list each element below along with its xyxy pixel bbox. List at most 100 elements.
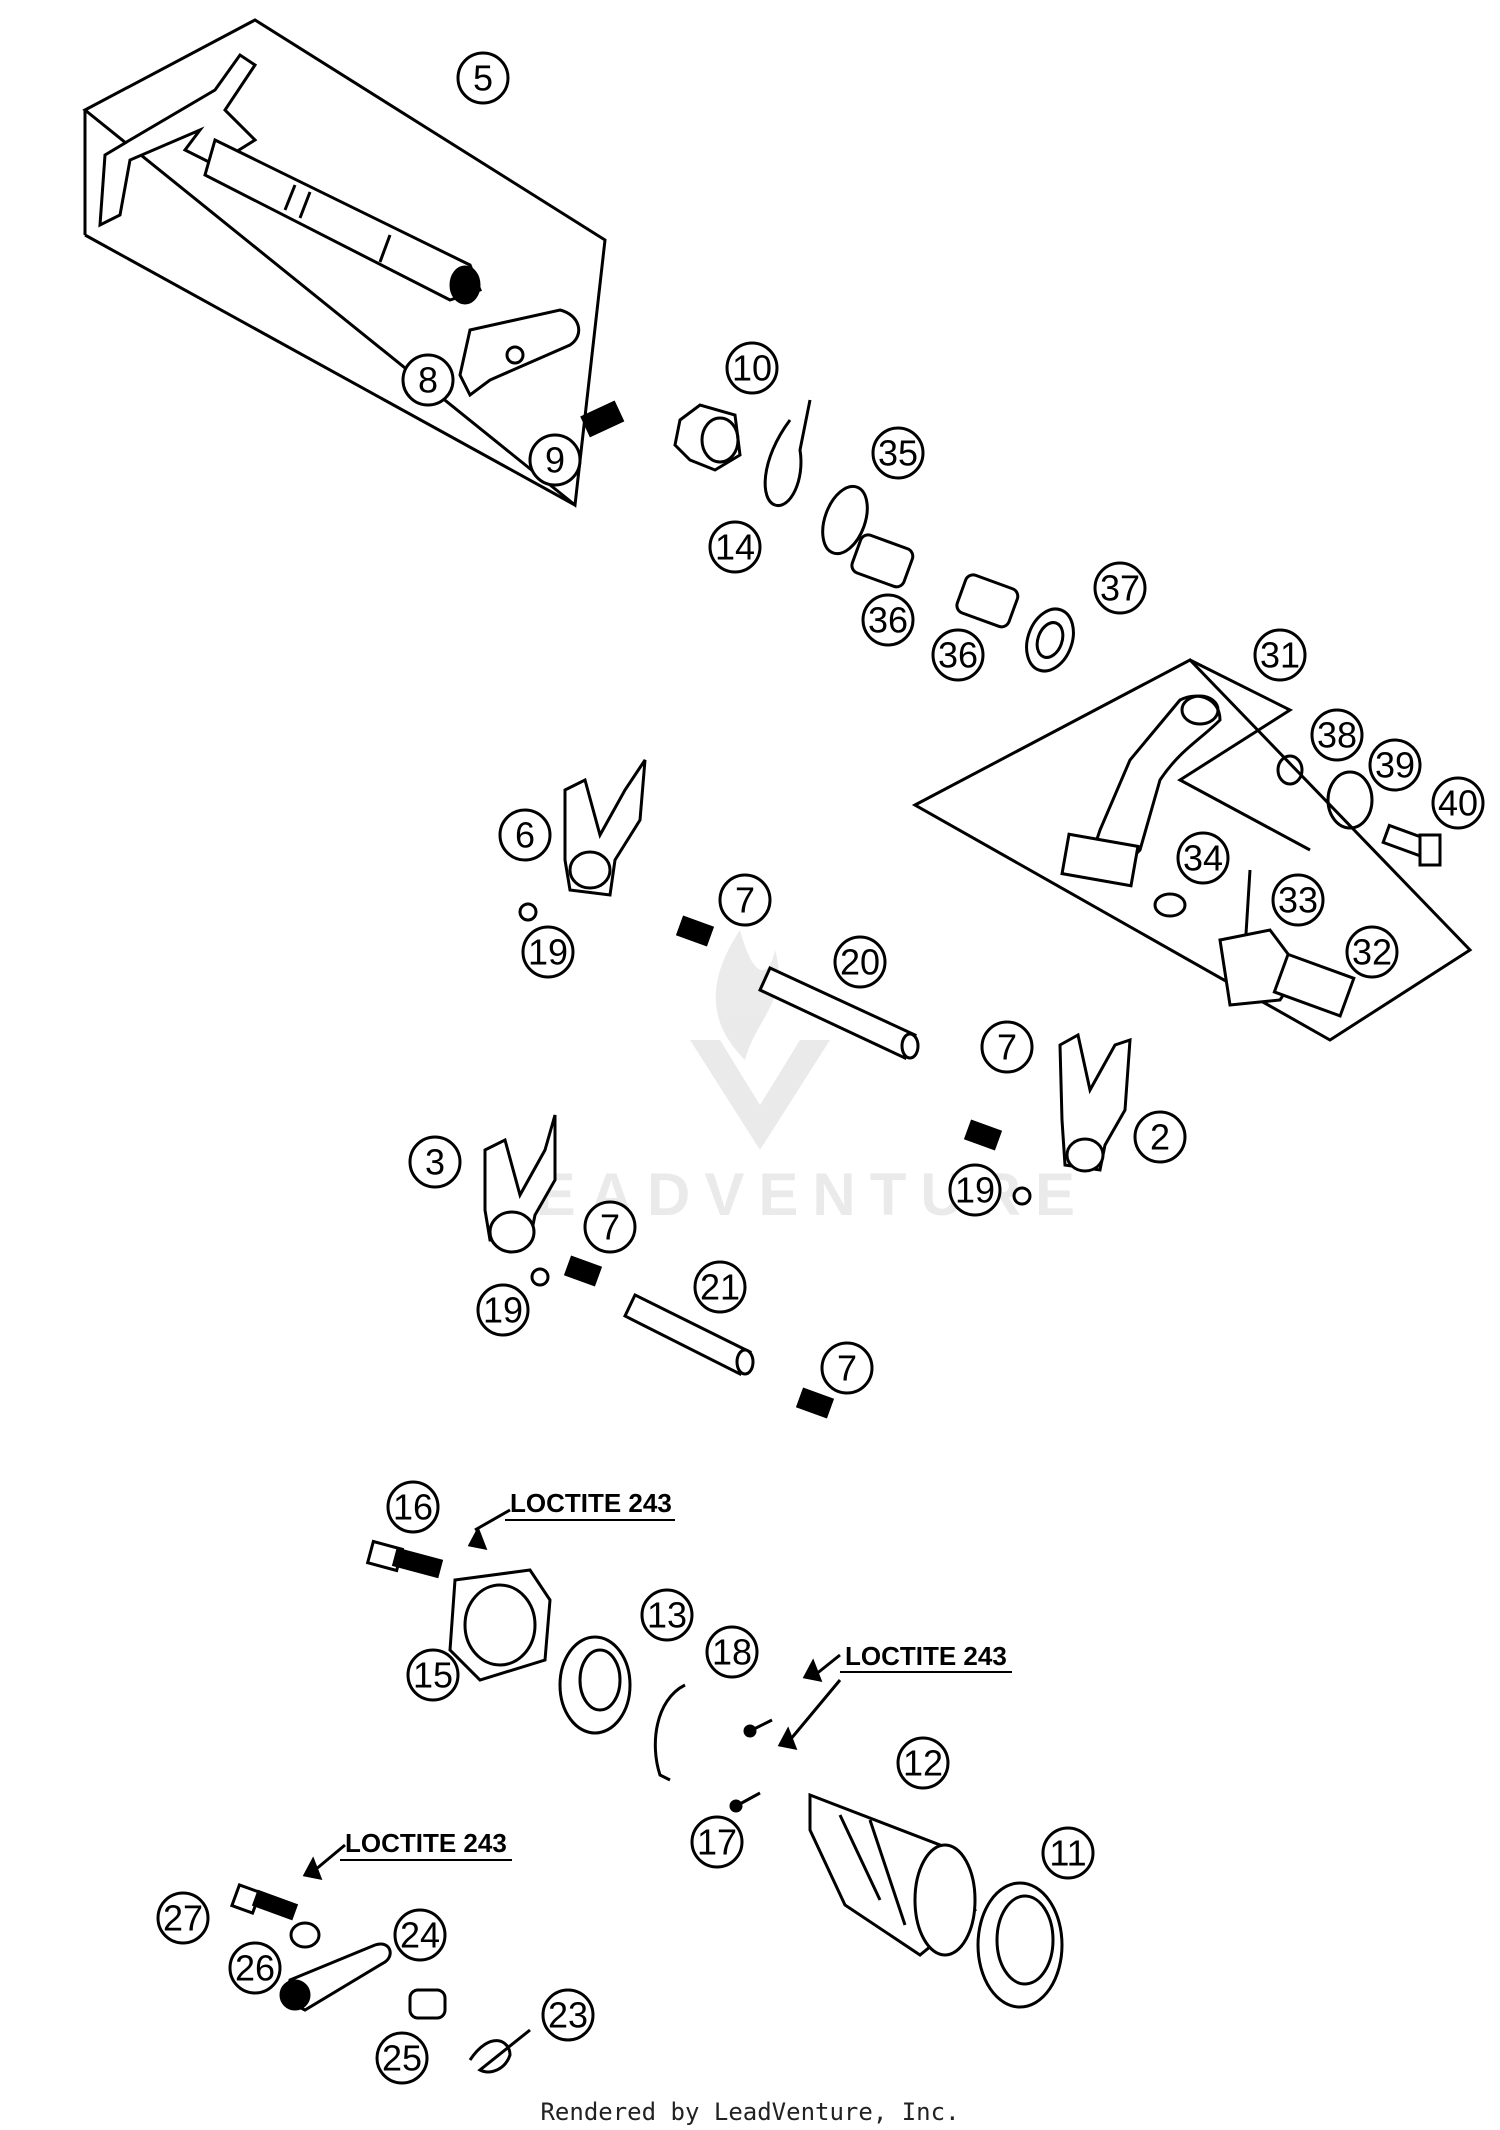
callout-21: 21 — [693, 1260, 747, 1314]
callout-9: 9 — [528, 433, 582, 487]
callout-32: 32 — [1345, 925, 1399, 979]
spring-7c-part — [563, 1255, 603, 1287]
callout-14: 14 — [708, 520, 762, 574]
bearing-13-part — [558, 1635, 632, 1735]
shift-fork-3-part — [483, 1114, 557, 1254]
callout-35: 35 — [871, 426, 925, 480]
callout-16: 16 — [386, 1480, 440, 1534]
locking-lever-24-part — [279, 1942, 392, 2012]
loctite-label-b: LOCTITE 243 — [845, 1641, 1007, 1671]
fork-shaft-20-part — [758, 966, 920, 1061]
shift-lever-box — [911, 658, 1473, 1042]
bearing-11-part — [976, 1881, 1064, 2009]
svg-text:25: 25 — [382, 2038, 422, 2079]
callout-26: 26 — [228, 1941, 282, 1995]
rod-end-32-part — [1218, 928, 1356, 1018]
washer-38-part — [1276, 754, 1304, 786]
callout-39: 39 — [1368, 738, 1422, 792]
svg-text:39: 39 — [1375, 745, 1415, 786]
svg-text:17: 17 — [697, 1822, 737, 1863]
callout-19b: 19 — [948, 1163, 1002, 1217]
svg-text:7: 7 — [997, 1027, 1017, 1068]
svg-text:20: 20 — [840, 942, 880, 983]
shift-fork-6-part — [563, 759, 647, 897]
callout-17: 17 — [690, 1815, 744, 1869]
washer-35-part — [821, 484, 869, 556]
callout-38: 38 — [1310, 708, 1364, 762]
svg-text:16: 16 — [393, 1487, 433, 1528]
callout-2: 2 — [1133, 1110, 1187, 1164]
callout-36b: 36 — [931, 628, 985, 682]
bolt-27-part — [229, 1882, 299, 1921]
callout-36a: 36 — [861, 593, 915, 647]
spring-7a-part — [675, 915, 715, 947]
callout-15: 15 — [406, 1648, 460, 1702]
bushing-36a-part — [850, 533, 915, 589]
callout-40: 40 — [1431, 776, 1485, 830]
svg-text:15: 15 — [413, 1655, 453, 1696]
callout-3: 3 — [408, 1135, 462, 1189]
svg-text:7: 7 — [600, 1207, 620, 1248]
loctite-drop-a-icon — [467, 1526, 488, 1551]
svg-text:36: 36 — [868, 600, 908, 641]
shift-shaft-part — [98, 52, 482, 305]
svg-text:11: 11 — [1049, 1833, 1086, 1874]
callout-37: 37 — [1093, 561, 1147, 615]
callout-7c: 7 — [583, 1200, 637, 1254]
ball-19b-part — [1012, 1186, 1032, 1206]
svg-text:5: 5 — [473, 58, 493, 99]
callout-5: 5 — [456, 51, 510, 105]
svg-text:23: 23 — [548, 1995, 588, 2036]
callout-24: 24 — [393, 1908, 447, 1962]
svg-text:27: 27 — [163, 1898, 203, 1939]
callout-19c: 19 — [476, 1283, 530, 1337]
bushing-36b-part — [955, 573, 1020, 629]
svg-text:38: 38 — [1317, 715, 1357, 756]
retainer-18-part — [653, 1683, 686, 1782]
callout-34: 34 — [1176, 831, 1230, 885]
callout-12: 12 — [896, 1736, 950, 1790]
callout-20: 20 — [833, 935, 887, 989]
callout-10: 10 — [725, 341, 779, 395]
lock-washer-39-part — [1326, 770, 1374, 830]
svg-text:21: 21 — [700, 1267, 740, 1308]
svg-text:26: 26 — [235, 1948, 275, 1989]
callout-25: 25 — [375, 2031, 429, 2085]
svg-text:19: 19 — [955, 1170, 995, 1211]
callout-23: 23 — [541, 1988, 595, 2042]
svg-text:40: 40 — [1438, 783, 1478, 824]
svg-text:7: 7 — [735, 880, 755, 921]
callout-7d: 7 — [820, 1341, 874, 1395]
svg-text:12: 12 — [903, 1743, 943, 1784]
svg-text:37: 37 — [1100, 568, 1140, 609]
guide-10-part — [673, 403, 742, 472]
washer-26-part — [289, 1921, 321, 1949]
callout-6: 6 — [498, 808, 552, 862]
footer-credit: Rendered by LeadVenture, Inc. — [540, 2098, 960, 2126]
shift-drum-12-part — [808, 1792, 977, 1957]
callout-13: 13 — [640, 1588, 694, 1642]
bolt-16-part — [365, 1539, 444, 1579]
svg-text:34: 34 — [1183, 838, 1223, 879]
spring-7b-part — [963, 1119, 1003, 1151]
ball-19c-part — [530, 1267, 550, 1287]
seal-37-part — [1025, 607, 1075, 673]
svg-text:19: 19 — [528, 932, 568, 973]
svg-text:31: 31 — [1260, 635, 1300, 676]
svg-text:3: 3 — [425, 1142, 445, 1183]
bolt-40-part — [1381, 823, 1442, 867]
callout-33: 33 — [1271, 873, 1325, 927]
svg-text:9: 9 — [545, 440, 565, 481]
ball-19a-part — [518, 902, 538, 922]
torsion-spring-23-part — [468, 2028, 531, 2074]
callout-18: 18 — [705, 1625, 759, 1679]
screw-17b-part — [729, 1791, 761, 1813]
svg-text:6: 6 — [515, 815, 535, 856]
svg-text:8: 8 — [418, 360, 438, 401]
svg-text:2: 2 — [1150, 1117, 1170, 1158]
fork-shaft-21-part — [623, 1292, 755, 1377]
shift-drum-locating-15-part — [448, 1568, 552, 1682]
svg-text:19: 19 — [483, 1290, 523, 1331]
callout-7b: 7 — [980, 1020, 1034, 1074]
